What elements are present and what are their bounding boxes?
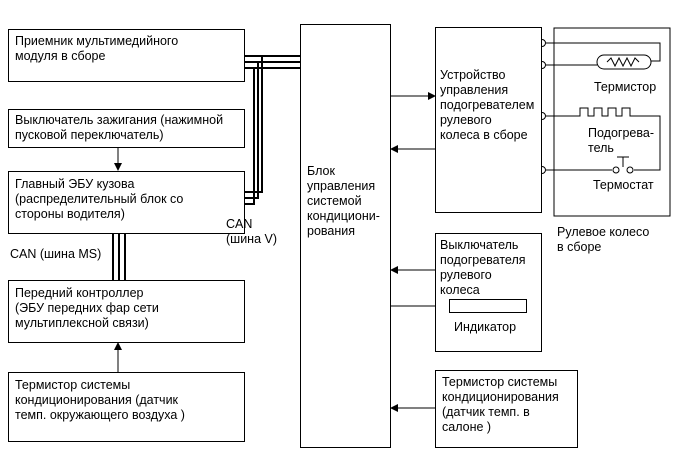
ignition-switch-label: Выключатель зажигания (нажимной пусковой… bbox=[15, 113, 224, 142]
thermistor-element bbox=[596, 54, 652, 70]
can-ms-label: CAN (шина MS) bbox=[10, 247, 102, 261]
heater-label: Подогрева- тель bbox=[588, 126, 654, 155]
cabin-thermistor-label: Термистор системы кондиционирования (дат… bbox=[442, 375, 559, 434]
front-controller-box: Передний контроллер (ЭБУ передних фар се… bbox=[8, 280, 245, 343]
indicator-label: Индикатор bbox=[454, 320, 517, 334]
can-ms-bus bbox=[112, 234, 126, 280]
heater-ecu-label: Устройство управления подогревателем рул… bbox=[440, 68, 535, 142]
cabin-thermistor-box: Термистор системы кондиционирования (дат… bbox=[435, 370, 578, 448]
ac-control-unit-label: Блок управления системой кондициони- ров… bbox=[307, 164, 380, 238]
thermostat-contact bbox=[612, 156, 634, 174]
front-controller-label: Передний контроллер (ЭБУ передних фар се… bbox=[15, 286, 159, 330]
thermistor-label: Термистор bbox=[594, 80, 657, 94]
steering-wheel-frame bbox=[553, 27, 671, 217]
multimedia-receiver-label: Приемник мультимедийного модуля в сборе bbox=[15, 34, 179, 63]
ignition-switch-box: Выключатель зажигания (нажимной пусковой… bbox=[8, 109, 245, 148]
main-body-ecu-box: Главный ЭБУ кузова (распределительный бл… bbox=[8, 171, 245, 234]
heater-ecu-box: Устройство управления подогревателем рул… bbox=[435, 27, 542, 213]
thermostat-label: Термостат bbox=[593, 178, 654, 192]
heater-element bbox=[574, 107, 650, 117]
ac-control-unit-box: Блок управления системой кондициони- ров… bbox=[300, 24, 391, 448]
multimedia-receiver-box: Приемник мультимедийного модуля в сборе bbox=[8, 29, 245, 82]
steering-wheel-label: Рулевое колесо в сборе bbox=[557, 225, 650, 254]
ambient-thermistor-box: Термистор системы кондиционирования (дат… bbox=[8, 372, 245, 442]
heater-wiring bbox=[546, 107, 661, 171]
thermistor-wiring bbox=[546, 42, 661, 70]
can-v-bus bbox=[245, 55, 300, 205]
main-body-ecu-label: Главный ЭБУ кузова (распределительный бл… bbox=[15, 177, 184, 221]
can-v-label: CAN (шина V) bbox=[226, 217, 278, 246]
indicator-box bbox=[449, 299, 527, 313]
heater-switch-box: Выключатель подогревателя рулевого колес… bbox=[435, 233, 542, 352]
heater-switch-label: Выключатель подогревателя рулевого колес… bbox=[440, 238, 526, 297]
ambient-thermistor-label: Термистор системы кондиционирования (дат… bbox=[15, 378, 185, 422]
